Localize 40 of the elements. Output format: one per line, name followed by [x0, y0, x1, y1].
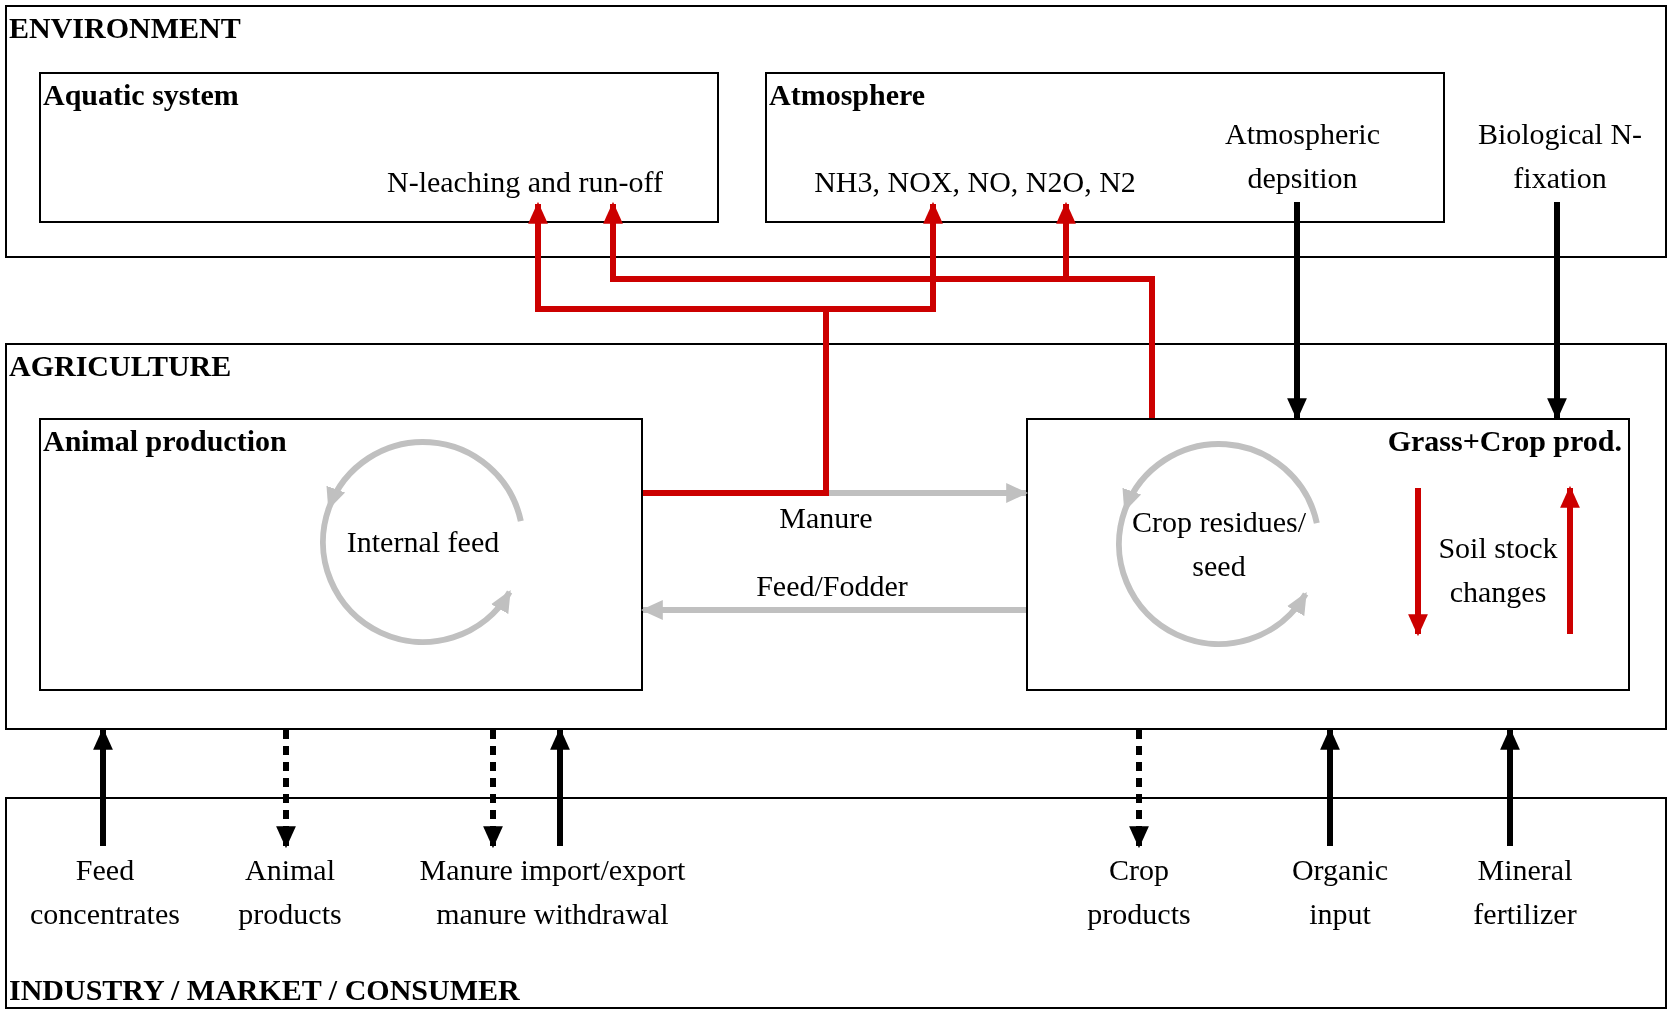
flow-arrow	[1320, 727, 1340, 846]
subsystem-box	[39, 72, 719, 223]
sector-box	[5, 5, 1667, 258]
flow-arrow	[1056, 201, 1155, 418]
box-title: AGRICULTURE	[9, 349, 232, 383]
node-text: Crop residues/ seed	[1119, 444, 1319, 644]
box-title: Atmosphere	[769, 78, 926, 112]
box-title: ENVIRONMENT	[9, 11, 241, 45]
node-text: Feed concentrates	[10, 846, 200, 938]
flow-arrow	[643, 201, 943, 496]
sector-box	[5, 343, 1667, 730]
node-text: Manure import/export	[419, 852, 686, 888]
node-text: N-leaching and run-off	[340, 160, 710, 204]
subsystem-box	[765, 72, 1445, 223]
subsystem-box	[1026, 418, 1630, 691]
box-title: Aquatic system	[43, 78, 239, 112]
flow-arrow	[550, 727, 570, 846]
flow-arrow	[93, 727, 113, 846]
node-text: Soil stock changes	[1433, 504, 1563, 636]
box-title: Grass+Crop prod.	[1387, 424, 1622, 458]
node-text: Biological N-fixation	[1465, 110, 1655, 202]
flow-arrow	[483, 730, 503, 849]
flow-arrow	[1547, 202, 1567, 421]
flow-arrow	[276, 730, 296, 849]
flow-arrow	[1129, 730, 1149, 849]
node-text: Animal products	[215, 846, 365, 938]
node-text: manure withdrawal	[436, 896, 669, 932]
node-text: NH3, NOX, NO, N2O, N2	[770, 160, 1180, 204]
subsystem-box	[39, 418, 643, 691]
node-text: Atmospheric depsition	[1195, 110, 1410, 202]
box-title: Animal production	[43, 424, 287, 458]
flow-arrow	[1500, 727, 1520, 846]
node-text: Crop products	[1064, 846, 1214, 938]
box-title: INDUSTRY / MARKET / CONSUMER	[9, 973, 520, 1007]
sector-box	[5, 797, 1667, 1009]
node-text: Organic input	[1265, 846, 1415, 938]
node-text: Internal feed	[323, 442, 523, 642]
flow-arrow	[640, 600, 1026, 620]
flow-arrow	[1287, 202, 1307, 421]
node-text: Mineral fertilizer	[1440, 846, 1610, 938]
